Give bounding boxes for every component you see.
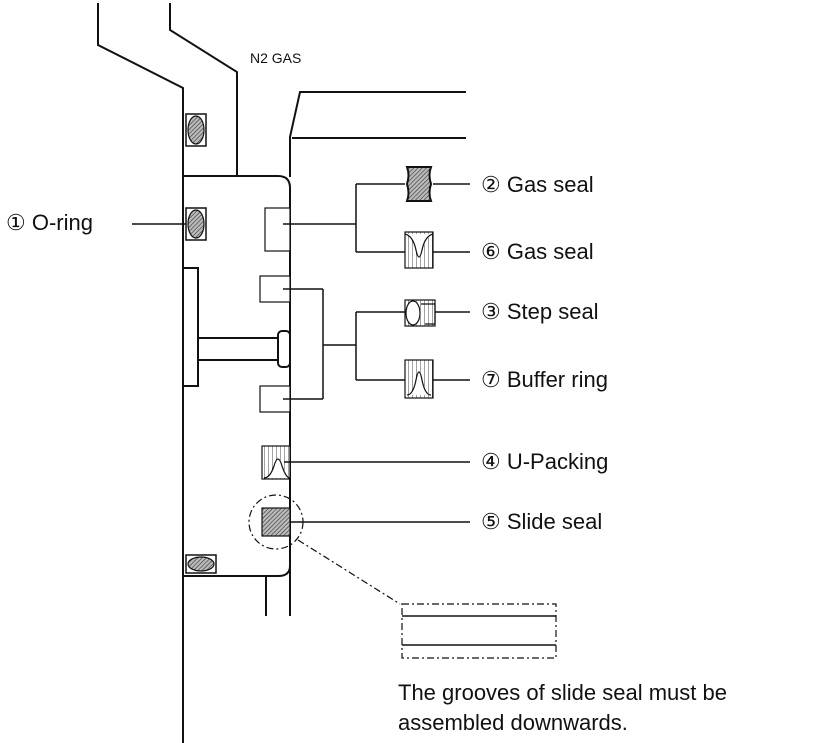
step-seal-symbol [404, 299, 436, 327]
slide-seal-in-groove [261, 507, 291, 537]
o-ring-middle [185, 207, 207, 241]
n2-gas-label: N2 GAS [250, 50, 302, 66]
buffer-ring-symbol [404, 359, 434, 399]
groove-gas-seal [264, 207, 291, 252]
o-ring-label: ① O-ring [6, 210, 93, 235]
buffer-ring-label: ⑦ Buffer ring [481, 367, 608, 392]
housing-outline [97, 3, 238, 743]
u-packing-in-groove [261, 445, 291, 480]
o-ring-lower [185, 554, 217, 574]
step-seal-label: ③ Step seal [481, 299, 599, 324]
piston-body [184, 175, 291, 616]
gas-seal-2-symbol [405, 166, 433, 202]
o-ring-upper [185, 113, 207, 147]
piston-rod [182, 267, 291, 387]
bracket-step-buffer [283, 288, 470, 400]
assembly-note: The grooves of slide seal must be assemb… [398, 680, 727, 735]
gas-seal-6-label: ⑥ Gas seal [481, 239, 594, 264]
slide-seal-detail-inner [402, 615, 556, 646]
slide-seal-detail [248, 494, 557, 659]
cylinder-wall [289, 91, 466, 177]
u-packing-label: ④ U-Packing [481, 449, 609, 474]
gas-seal-2-label: ② Gas seal [481, 172, 594, 197]
gas-seal-6-symbol [404, 231, 434, 269]
bracket-gas-seals [283, 183, 470, 253]
slide-seal-label: ⑤ Slide seal [481, 509, 603, 534]
